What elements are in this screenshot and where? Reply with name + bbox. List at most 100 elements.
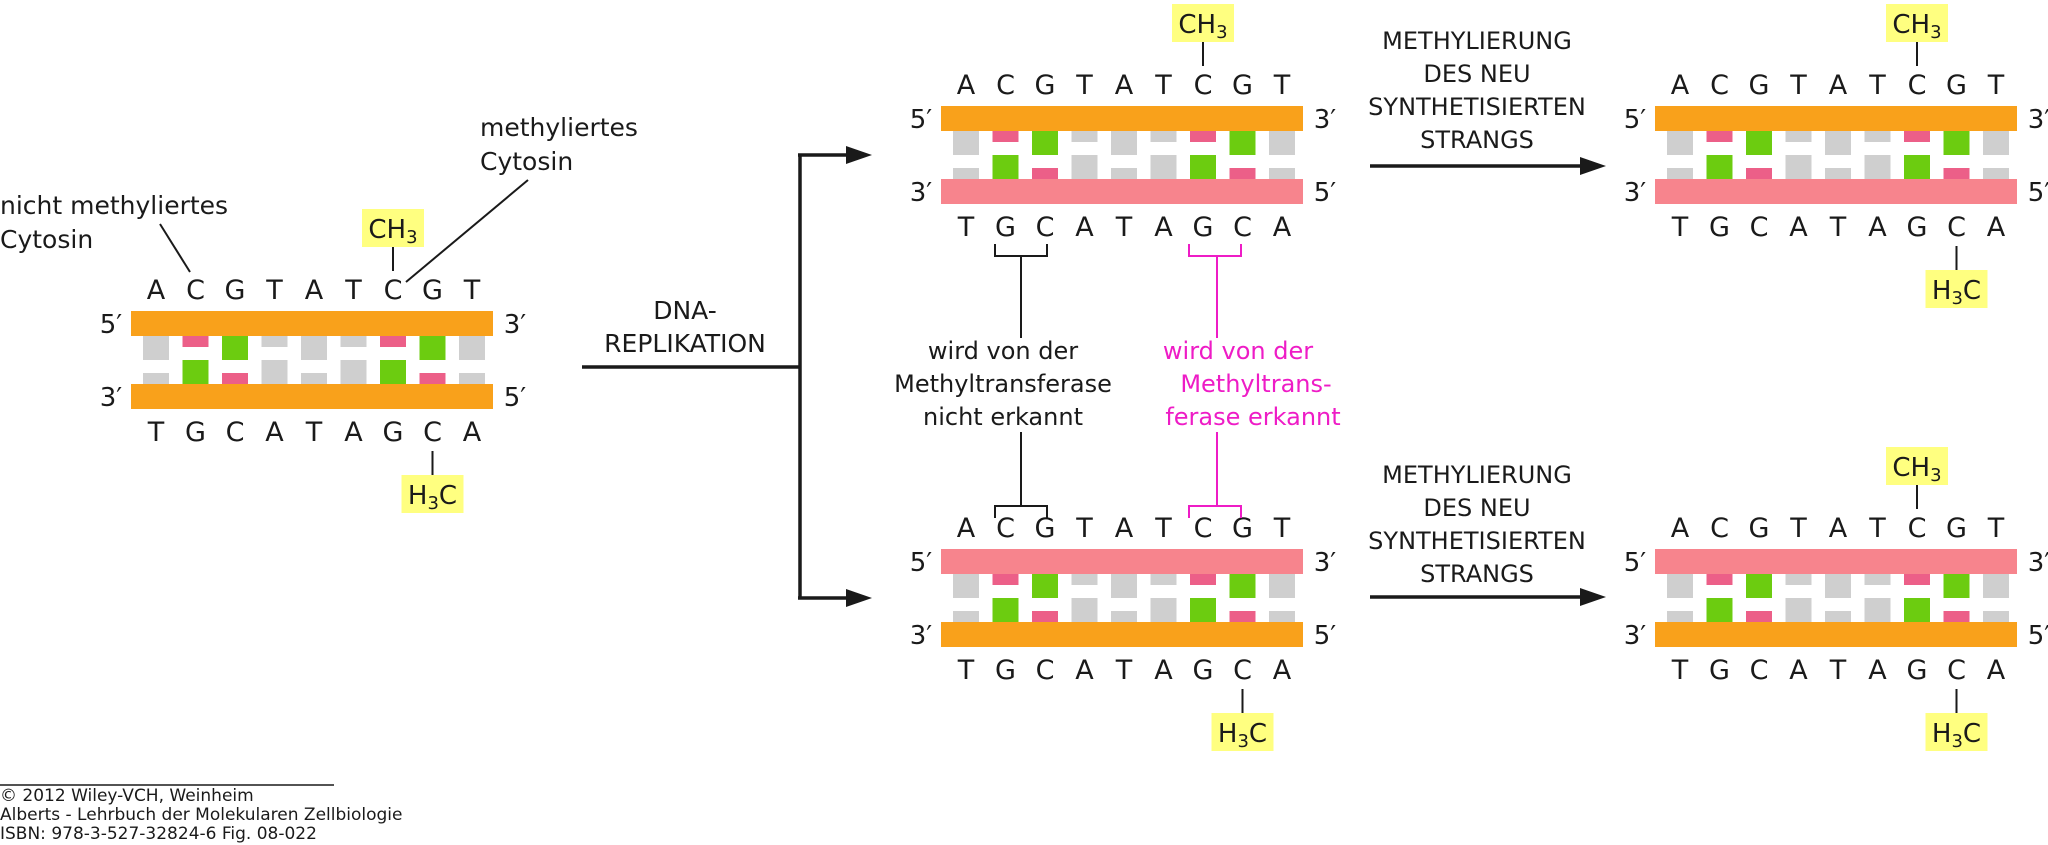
base-letter: G	[1749, 513, 1770, 544]
methyl-group: CH3	[1886, 447, 1948, 486]
base-letter: T	[1154, 70, 1172, 101]
methyl-group: H3C	[1925, 713, 1988, 752]
svg-text:Cytosin: Cytosin	[480, 147, 573, 176]
base-letter: T	[1671, 655, 1689, 686]
base-letter: C	[1908, 513, 1927, 544]
base-letter: A	[1115, 513, 1134, 544]
base-letter: C	[1947, 212, 1966, 243]
base-letter: G	[422, 275, 443, 306]
methyl-group: H3C	[401, 475, 464, 514]
base-letter: T	[1115, 655, 1133, 686]
bottom-strand	[941, 179, 1303, 204]
base-letter: C	[1036, 655, 1055, 686]
svg-text:© 2012 Wiley-VCH, Weinheim: © 2012 Wiley-VCH, Weinheim	[0, 786, 254, 806]
base-letter: A	[1273, 655, 1292, 686]
three-prime-label: 3′	[1314, 105, 1337, 135]
base-letter: C	[1194, 513, 1213, 544]
five-prime-label: 5′	[910, 548, 933, 578]
svg-text:Alberts - Lehrbuch der Molekul: Alberts - Lehrbuch der Molekularen Zellb…	[0, 805, 403, 825]
bottom-strand	[1655, 179, 2017, 204]
methylated-cytosine-pointer	[405, 179, 529, 283]
five-prime-label: 5′	[100, 310, 123, 340]
base-letter: T	[1671, 212, 1689, 243]
base-letter: T	[1987, 513, 2005, 544]
base-letter: T	[1868, 513, 1886, 544]
top-strand	[1655, 549, 2017, 574]
base-letter: A	[957, 513, 976, 544]
base-letter: G	[383, 417, 404, 448]
svg-text:ferase erkannt: ferase erkannt	[1165, 403, 1340, 431]
svg-text:METHYLIERUNG: METHYLIERUNG	[1382, 461, 1572, 489]
base-letter: G	[1232, 70, 1253, 101]
base-letter: A	[305, 275, 324, 306]
bottom-strand	[131, 384, 493, 409]
not-recognized-label: wird von der Methyltransferase nicht erk…	[894, 337, 1112, 431]
arrowhead-bottom	[846, 589, 872, 607]
svg-text:nicht methyliertes: nicht methyliertes	[0, 191, 228, 220]
bottom-strand	[941, 622, 1303, 647]
methyl-group: H3C	[1925, 270, 1988, 309]
base-letter: A	[1075, 212, 1094, 243]
five-prime-label: 5′	[2028, 178, 2048, 208]
base-letter: A	[1829, 70, 1848, 101]
base-letter: T	[1273, 513, 1291, 544]
base-letter: A	[1075, 655, 1094, 686]
svg-text:SYNTHETISIERTEN: SYNTHETISIERTEN	[1368, 93, 1586, 121]
methyl-group: H3C	[1211, 713, 1274, 752]
base-letter: G	[225, 275, 246, 306]
base-letter: C	[1710, 70, 1729, 101]
not-recognized-brackets	[994, 244, 1048, 518]
base-letter: A	[1987, 655, 2006, 686]
base-letter: T	[1829, 655, 1847, 686]
methyl-group: CH3	[1172, 4, 1234, 43]
svg-text:wird von der: wird von der	[928, 337, 1078, 365]
base-letter: A	[1868, 212, 1887, 243]
base-letter: T	[265, 275, 283, 306]
svg-text:DNA-: DNA-	[653, 296, 717, 325]
svg-text:DES NEU: DES NEU	[1423, 60, 1530, 88]
base-letter: C	[186, 275, 205, 306]
base-letter: G	[1232, 513, 1253, 544]
svg-text:Methyltransferase: Methyltransferase	[894, 370, 1112, 398]
base-letter: C	[1233, 655, 1252, 686]
base-letter: T	[1075, 70, 1093, 101]
three-prime-label: 3′	[2028, 548, 2048, 578]
base-letter: A	[1868, 655, 1887, 686]
five-prime-label: 5′	[1314, 178, 1337, 208]
base-letter: C	[1194, 70, 1213, 101]
base-letter: G	[1035, 513, 1056, 544]
three-prime-label: 3′	[504, 310, 527, 340]
svg-text:wird von der: wird von der	[1163, 337, 1313, 365]
base-letter: T	[305, 417, 323, 448]
top-strand	[131, 311, 493, 336]
base-letter: T	[1789, 70, 1807, 101]
base-letter: A	[1789, 212, 1808, 243]
top-strand	[1655, 106, 2017, 131]
base-letter: G	[1035, 70, 1056, 101]
svg-text:METHYLIERUNG: METHYLIERUNG	[1382, 27, 1572, 55]
base-letter: G	[995, 655, 1016, 686]
three-prime-label: 3′	[910, 178, 933, 208]
base-letter: A	[1154, 655, 1173, 686]
methylated-cytosine-label: methyliertes Cytosin	[480, 113, 638, 176]
svg-text:STRANGS: STRANGS	[1420, 560, 1534, 588]
top-strand	[941, 106, 1303, 131]
three-prime-label: 3′	[2028, 105, 2048, 135]
base-letter: A	[1671, 513, 1690, 544]
base-letter: G	[1946, 70, 1967, 101]
base-letter: A	[957, 70, 976, 101]
five-prime-label: 5′	[910, 105, 933, 135]
methylation-step-bottom: METHYLIERUNG DES NEU SYNTHETISIERTEN STR…	[1368, 461, 1606, 606]
five-prime-label: 5′	[504, 383, 527, 413]
base-letter: A	[344, 417, 363, 448]
bottom-strand	[1655, 622, 2017, 647]
base-letter: G	[1193, 212, 1214, 243]
base-letter: T	[1273, 70, 1291, 101]
credit: © 2012 Wiley-VCH, Weinheim Alberts - Leh…	[0, 786, 403, 844]
base-letter: C	[996, 513, 1015, 544]
svg-text:STRANGS: STRANGS	[1420, 126, 1534, 154]
replication-label: DNA- REPLIKATION	[604, 296, 766, 358]
